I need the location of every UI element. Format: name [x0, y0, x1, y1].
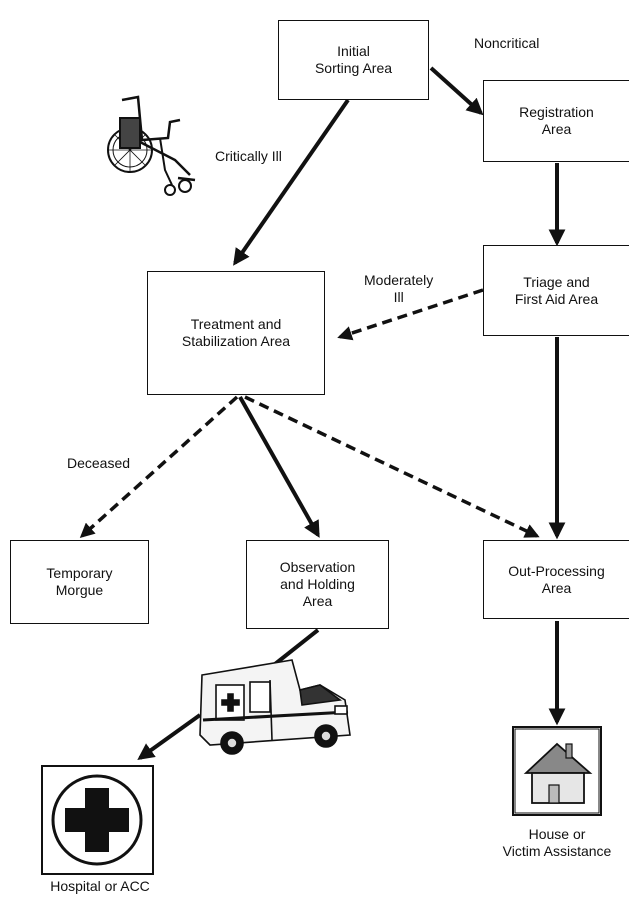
arrow-treatment-to-observation: [238, 396, 320, 538]
hospital-cross-icon: [41, 765, 154, 875]
deceased-label: Deceased: [67, 455, 131, 471]
arrow-initial-to-registration: [429, 66, 484, 116]
treatment-stabilization-box: Treatment and Stabilization Area: [147, 271, 325, 395]
arrow-treatment-to-outprocessing: [244, 395, 540, 538]
house-caption: House or Victim Assistance: [502, 826, 612, 859]
arrow-triage-to-treatment: [337, 288, 484, 341]
registration-area-box: Registration Area: [483, 80, 629, 162]
triage-first-aid-label: Triage and First Aid Area: [514, 273, 599, 307]
arrow-initial-to-treatment: [233, 98, 350, 266]
house-icon: [512, 726, 602, 816]
initial-sorting-area-label: Initial Sorting Area: [314, 43, 393, 76]
hospital-caption: Hospital or ACC: [50, 878, 150, 894]
arrow-treatment-to-morgue: [79, 395, 239, 538]
initial-sorting-area-box: Initial Sorting Area: [278, 20, 429, 100]
moderately-ill-label: Moderately Ill: [364, 272, 434, 305]
wheelchair-icon: [107, 95, 196, 196]
out-processing-label: Out-Processing Area: [508, 562, 605, 596]
critically-ill-label: Critically Ill: [215, 148, 282, 164]
triage-first-aid-box: Triage and First Aid Area: [483, 245, 629, 336]
temporary-morgue-label: Temporary Morgue: [46, 565, 113, 598]
temporary-morgue-box: Temporary Morgue: [10, 540, 149, 624]
observation-holding-box: Observation and Holding Area: [246, 540, 389, 629]
treatment-stabilization-label: Treatment and Stabilization Area: [181, 316, 291, 349]
registration-area-label: Registration Area: [519, 104, 594, 137]
out-processing-box: Out-Processing Area: [483, 540, 629, 619]
arrow-ambulance-to-hospital: [137, 713, 202, 760]
observation-holding-label: Observation and Holding Area: [279, 559, 356, 609]
ambulance-icon: [199, 659, 351, 755]
noncritical-label: Noncritical: [474, 35, 540, 51]
